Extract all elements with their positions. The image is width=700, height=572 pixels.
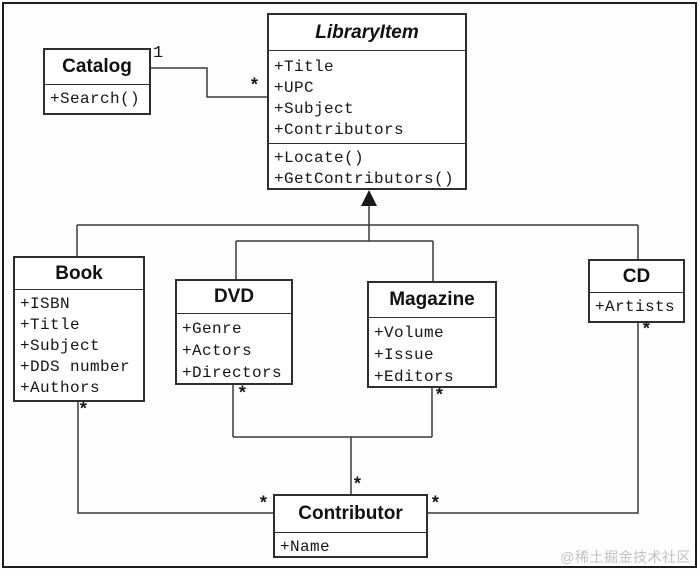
attributes-compartment-book: +ISBN +Title +Subject +DDS number +Autho… xyxy=(15,289,143,400)
attribute: +Genre xyxy=(182,320,243,338)
attribute: +Artists xyxy=(595,298,676,316)
multiplicity-contributor-top-many: * xyxy=(352,476,363,496)
attribute: +Issue xyxy=(374,346,435,364)
watermark-text: @稀土掘金技术社区 xyxy=(560,549,691,565)
attribute: +Name xyxy=(280,538,331,556)
attribute: +Editors xyxy=(374,368,455,386)
class-box-libraryitem: LibraryItem +Title +UPC +Subject +Contri… xyxy=(267,13,467,190)
attribute: +Volume xyxy=(374,324,445,342)
class-name-dvd: DVD xyxy=(213,286,255,307)
attribute: +DDS number xyxy=(20,358,131,376)
method: +GetContributors() xyxy=(274,170,455,188)
multiplicity-contributor-right-many: * xyxy=(430,495,441,515)
class-name-catalog: Catalog xyxy=(62,56,132,77)
attribute: +Subject xyxy=(20,337,101,355)
methods-compartment-catalog: +Search() xyxy=(45,84,149,113)
attribute: +Title xyxy=(20,316,81,334)
attribute: +ISBN xyxy=(20,295,71,313)
attribute: +Actors xyxy=(182,342,253,360)
attributes-compartment-libraryitem: +Title +UPC +Subject +Contributors xyxy=(269,50,465,143)
attribute: +Contributors xyxy=(274,121,405,139)
multiplicity-cd-many: * xyxy=(641,321,652,341)
inheritance-arrowhead xyxy=(361,190,377,206)
attribute: +Title xyxy=(274,58,335,76)
association-cd-contributor xyxy=(428,321,639,514)
association-book-contributor xyxy=(77,400,273,514)
methods-compartment-libraryitem: +Locate() +GetContributors() xyxy=(269,143,465,188)
class-name-libraryitem: LibraryItem xyxy=(315,21,419,43)
attributes-compartment-contributor: +Name xyxy=(275,532,426,556)
attribute: +Authors xyxy=(20,379,101,397)
association-catalog-libraryitem xyxy=(151,67,268,98)
multiplicity-libraryitem-many: * xyxy=(249,77,260,97)
class-name-cd: CD xyxy=(622,265,651,287)
class-box-magazine: Magazine +Volume +Issue +Editors xyxy=(367,281,497,388)
attribute: +UPC xyxy=(274,79,315,97)
method: +Locate() xyxy=(274,149,365,167)
multiplicity-catalog-one: 1 xyxy=(153,44,164,63)
multiplicity-magazine-many: * xyxy=(434,387,445,407)
multiplicity-contributor-left-many: * xyxy=(258,495,269,515)
class-box-dvd: DVD +Genre +Actors +Directors xyxy=(175,279,293,385)
class-name-contributor: Contributor xyxy=(298,503,403,524)
class-box-catalog: Catalog +Search() xyxy=(43,48,151,115)
attributes-compartment-dvd: +Genre +Actors +Directors xyxy=(177,313,291,383)
attribute: +Directors xyxy=(182,364,283,382)
class-box-book: Book +ISBN +Title +Subject +DDS number +… xyxy=(13,256,145,402)
class-box-cd: CD +Artists xyxy=(588,259,685,323)
class-box-contributor: Contributor +Name xyxy=(273,494,428,558)
multiplicity-book-many: * xyxy=(78,401,89,421)
class-name-magazine: Magazine xyxy=(389,289,475,310)
attributes-compartment-magazine: +Volume +Issue +Editors xyxy=(369,317,495,386)
method-search: +Search() xyxy=(50,90,141,108)
multiplicity-dvd-many: * xyxy=(237,385,248,405)
class-name-book: Book xyxy=(55,262,103,284)
attributes-compartment-cd: +Artists xyxy=(590,292,683,321)
attribute: +Subject xyxy=(274,100,355,118)
